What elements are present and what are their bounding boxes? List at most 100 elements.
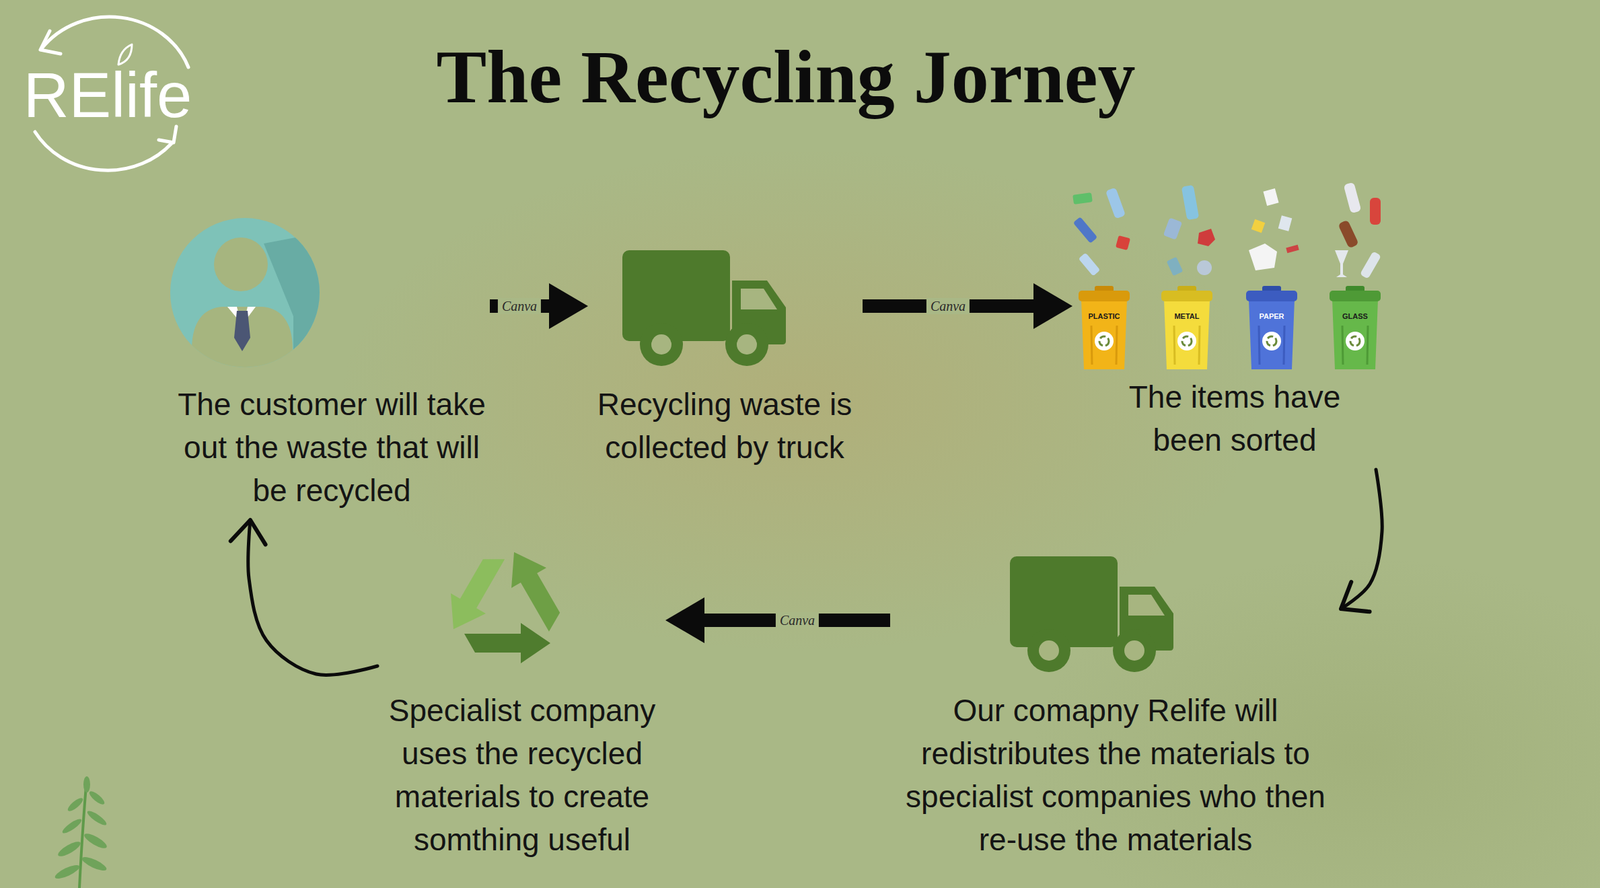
bin-symbol [1350, 336, 1360, 346]
step-node: The customer will take out the waste tha… [170, 217, 490, 521]
item [1278, 215, 1293, 231]
plastic-bin [1078, 285, 1130, 370]
step-node: Our comapny Relife will redistributes th… [890, 556, 1341, 870]
bin-symbol [1182, 336, 1192, 346]
item [1073, 216, 1098, 244]
paper-bin [1246, 285, 1298, 370]
fern-leaf [85, 808, 109, 828]
step-caption: Our comapny Relife will redistributes th… [890, 688, 1341, 862]
item [1163, 217, 1183, 240]
bin-rib [1342, 325, 1343, 365]
bin-symbol [1345, 331, 1365, 351]
step-node: Specialist company uses the recycled mat… [377, 543, 667, 870]
logo-arrowhead [40, 30, 61, 54]
bin-symbol [1262, 331, 1282, 351]
recycle-arrow [464, 623, 551, 664]
page-title: The Recycling Jorney [436, 39, 1136, 115]
fern-leaf [83, 776, 91, 793]
bin-body [1248, 299, 1295, 370]
fern-leaf [87, 789, 107, 807]
wheel-hub [736, 334, 757, 355]
bin-symbol [1177, 331, 1197, 351]
bin-rib [1283, 325, 1285, 365]
flow-arrow [1340, 469, 1383, 609]
item [1285, 244, 1299, 253]
fern-leaf [53, 862, 81, 882]
bin-rib [1116, 325, 1117, 365]
bin-body [1081, 299, 1127, 370]
fern-leaf [82, 830, 109, 851]
logo-leaf [118, 44, 132, 65]
item [1078, 252, 1101, 276]
item [1359, 250, 1382, 280]
bin-lid [1329, 290, 1381, 302]
item [1115, 235, 1131, 251]
item [1343, 182, 1362, 214]
bin-label: PAPER [1258, 312, 1284, 321]
bin-body [1332, 299, 1378, 370]
fern-leaf [60, 816, 84, 836]
bin-symbol [1099, 336, 1109, 346]
person-body [191, 306, 293, 377]
sorted-items [1072, 182, 1382, 280]
person-head [213, 237, 268, 292]
wheel-hub [651, 334, 672, 355]
item [1337, 219, 1359, 249]
item [1166, 257, 1184, 277]
truck-wheel [1027, 629, 1071, 673]
truck-body [1009, 556, 1118, 648]
fern-leaf [80, 854, 108, 874]
truck-icon [622, 250, 786, 367]
bin-lid [1246, 290, 1298, 302]
recycle-icon [435, 542, 575, 664]
wheel-hub [1124, 640, 1145, 661]
bin-rib [1367, 325, 1368, 365]
fern-leaf [65, 795, 85, 814]
recycle-arrow [435, 544, 515, 640]
connectors [248, 306, 1383, 675]
bin-rib [1091, 325, 1093, 365]
item [1181, 185, 1199, 221]
bin-label: GLASS [1342, 312, 1368, 321]
watermark-label: Canva [775, 612, 819, 629]
customer-icon [170, 217, 377, 404]
recycle-arrow [496, 542, 575, 638]
truck-body [622, 250, 731, 342]
long-shadow [263, 222, 377, 404]
step-node: The items have been sorted [1071, 183, 1383, 470]
bin-body [1164, 299, 1210, 370]
person [191, 222, 377, 404]
fern [53, 776, 109, 888]
truck-icon [1009, 556, 1174, 673]
bin-symbol [1094, 331, 1114, 351]
truck-window [1128, 594, 1165, 616]
truck-wheel [639, 322, 683, 367]
wheel-hub [1038, 640, 1060, 661]
step-caption: The customer will take out the waste tha… [173, 382, 490, 513]
fern-leaf [56, 839, 83, 859]
bin-rib [1258, 325, 1260, 365]
item [1262, 188, 1279, 206]
bin-rib [1174, 325, 1175, 365]
bin-label: METAL [1174, 312, 1199, 321]
step-node: Recycling waste is collected by truck [586, 250, 863, 478]
watermark-label: Canva [926, 298, 970, 315]
step-caption: Specialist company uses the recycled mat… [377, 688, 667, 862]
tie [234, 310, 251, 352]
item [1369, 197, 1381, 225]
step-caption: The items have been sorted [1110, 375, 1360, 462]
flow-arrow [248, 520, 378, 675]
bin-rib [1198, 325, 1200, 365]
item [1197, 228, 1216, 247]
item [1248, 243, 1278, 271]
item [1251, 219, 1266, 234]
item [1334, 250, 1349, 278]
bin-lid [1161, 290, 1213, 302]
item [1105, 187, 1126, 220]
metal-bin [1161, 285, 1213, 370]
glass-bin [1329, 285, 1381, 370]
truck-window [740, 288, 778, 310]
truck-wheel [1112, 629, 1156, 673]
item [1196, 260, 1212, 276]
bin-label: PLASTIC [1087, 312, 1120, 321]
